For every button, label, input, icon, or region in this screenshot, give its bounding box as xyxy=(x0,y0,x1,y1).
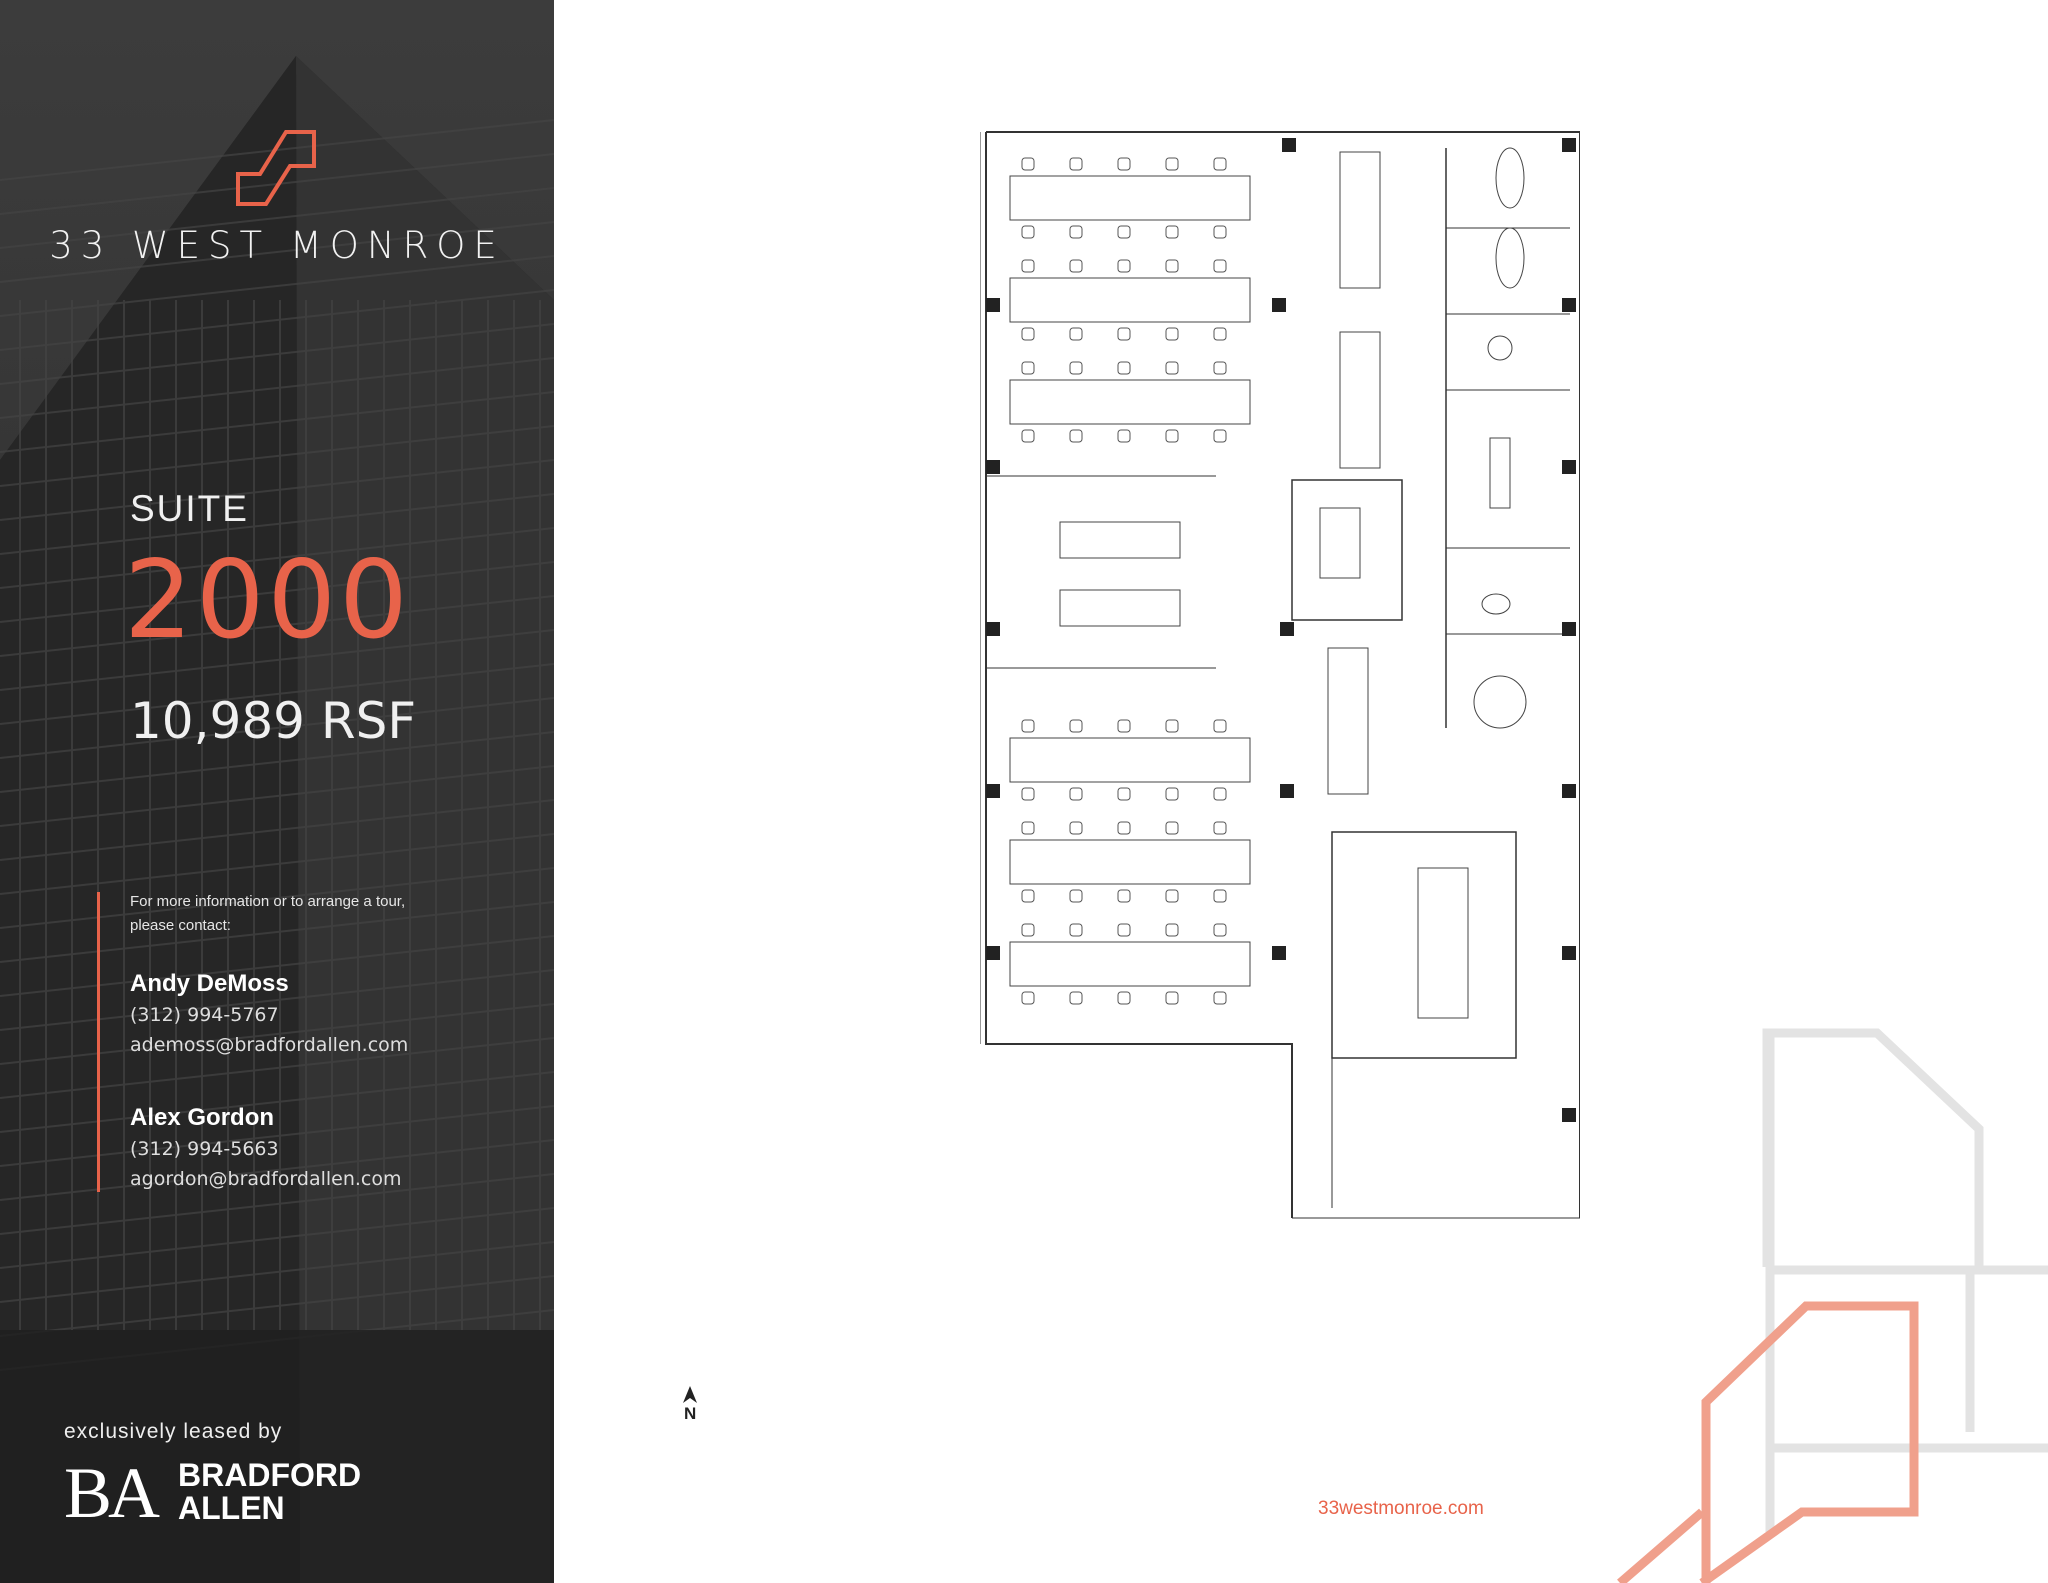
building-photo xyxy=(0,56,554,1583)
brand-name: 33 WEST MONROE xyxy=(49,224,505,267)
contact-name: Alex Gordon xyxy=(130,1104,275,1131)
decorative-logo-outline xyxy=(1617,1028,2048,1583)
brand-logo-icon xyxy=(236,130,316,206)
bradford-allen-logo-line2: ALLEN xyxy=(178,1490,285,1526)
website-link[interactable]: 33westmonroe.com xyxy=(1318,1498,1484,1519)
contact-card: Andy DeMoss (312) 994-5767 ademoss@bradf… xyxy=(130,970,408,1056)
contact-email[interactable]: ademoss@bradfordallen.com xyxy=(130,1034,409,1056)
suite-area: 10,989 RSF xyxy=(130,692,417,750)
north-label: N xyxy=(684,1404,697,1423)
contact-phone[interactable]: (312) 994-5663 xyxy=(130,1138,279,1160)
contact-accent-bar xyxy=(97,892,100,1192)
contact-email[interactable]: agordon@bradfordallen.com xyxy=(130,1168,402,1190)
leased-by-label: exclusively leased by xyxy=(64,1420,283,1443)
contact-phone[interactable]: (312) 994-5767 xyxy=(130,1004,279,1026)
bradford-allen-logo-line1: BRADFORD xyxy=(178,1457,362,1493)
left-panel: 33 WEST MONROE SUITE 2000 10,989 RSF For… xyxy=(0,0,554,1583)
suite-label: SUITE xyxy=(130,488,249,529)
bradford-allen-logo-mark: BA xyxy=(64,1453,160,1533)
north-arrow-icon xyxy=(683,1386,697,1403)
floor-plan xyxy=(980,131,1580,1219)
suite-number: 2000 xyxy=(124,538,411,663)
contact-card: Alex Gordon (312) 994-5663 agordon@bradf… xyxy=(130,1104,402,1190)
contact-name: Andy DeMoss xyxy=(130,970,289,997)
contact-intro: For more information or to arrange a tou… xyxy=(130,893,406,934)
